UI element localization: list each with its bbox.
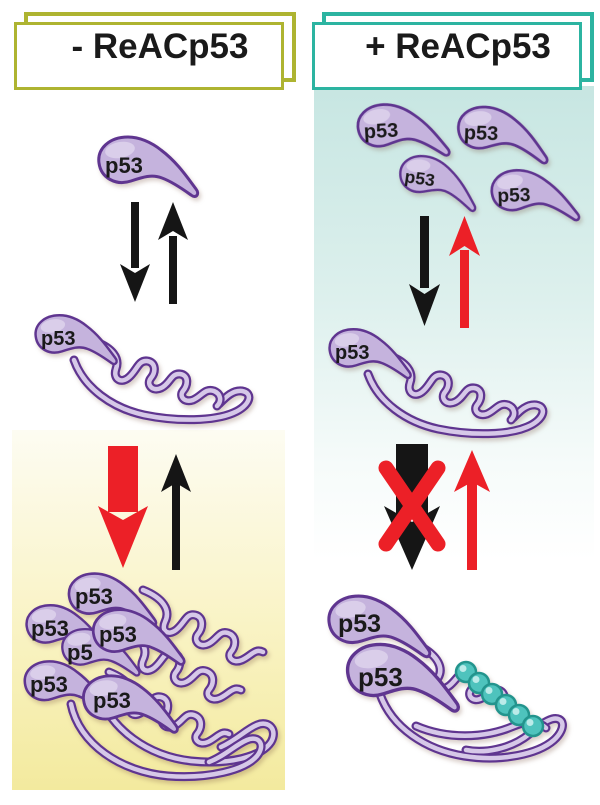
p53-label: p53 <box>497 185 531 207</box>
left-unfolded-p53-icon: p53 <box>34 314 254 425</box>
right-title-text: + ReACp53 <box>365 27 551 66</box>
p53-label: p53 <box>105 153 143 178</box>
p53-label: p53 <box>338 610 381 638</box>
right-treated-background <box>314 86 594 560</box>
left-unfolding-equilibrium-arrows-icon <box>120 202 188 304</box>
red-cross-icon <box>378 460 446 552</box>
p53-label: p53 <box>358 662 403 692</box>
p53-reacp53-complex-icon: p53 p53 <box>327 594 567 763</box>
treated-p53-monomer-icon: p53 <box>399 154 477 213</box>
right-title-box: + ReACp53 <box>312 12 594 90</box>
right-unfolding-equilibrium-arrows-icon <box>409 216 480 328</box>
p53-label: p53 <box>41 328 75 350</box>
p53-label: p5 <box>67 640 93 665</box>
blocked-aggregation-arrows-icon <box>378 444 490 570</box>
p53-label: p53 <box>75 584 113 609</box>
p53-aggregate-icon: p53 p53 p5 p53 p53 p53 <box>23 572 278 782</box>
native-p53-monomer-icon: p53 <box>97 135 200 198</box>
p53-label: p53 <box>31 616 69 641</box>
reacp53-bead <box>521 714 545 738</box>
p53-label: p53 <box>30 672 68 697</box>
right-unfolded-p53-icon: p53 <box>328 328 548 439</box>
treated-p53-monomer-icon: p53 <box>457 105 549 165</box>
p53-label: p53 <box>99 622 137 647</box>
reacp53-peptide-beads <box>454 660 545 738</box>
left-title-text: - ReACp53 <box>71 27 249 66</box>
p53-label: p53 <box>463 122 498 145</box>
p53-label: p53 <box>93 688 131 713</box>
treated-p53-monomer-icon: p53 <box>356 103 451 157</box>
p53-label: p53 <box>363 120 399 144</box>
p53-label: p53 <box>403 167 436 191</box>
treated-p53-monomer-icon: p53 <box>490 168 581 222</box>
p53-label: p53 <box>335 342 369 364</box>
left-aggregation-arrows-icon <box>98 446 191 570</box>
left-title-box: - ReACp53 <box>14 12 296 90</box>
